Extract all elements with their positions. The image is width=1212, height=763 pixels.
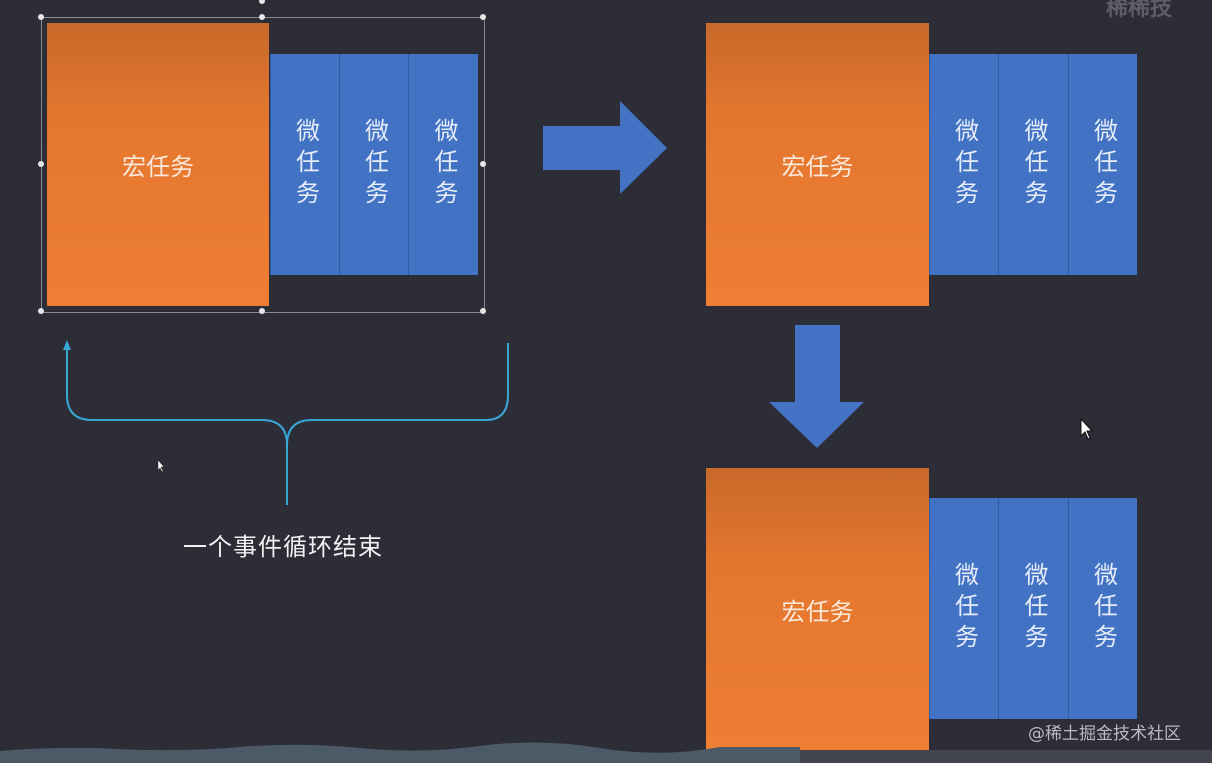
bottom-edge [800, 750, 1212, 763]
macro-task-label: 宏任务 [781, 598, 854, 626]
resize-handle[interactable] [38, 308, 44, 314]
rotate-handle[interactable] [259, 0, 265, 4]
micro-task-label: 微任务 [950, 118, 979, 211]
micro-task-label: 微任务 [360, 118, 389, 211]
micro-task-block[interactable]: 微任务 [998, 498, 1068, 719]
macro-task-label: 宏任务 [122, 153, 194, 181]
micro-task-block[interactable]: 微任务 [998, 54, 1068, 275]
corner-title-text: 稀稀技 [1106, 0, 1173, 21]
brace-bracket [66, 343, 509, 505]
resize-handle[interactable] [480, 14, 486, 20]
resize-handle[interactable] [38, 161, 44, 167]
micro-task-label: 微任务 [1020, 562, 1048, 655]
resize-handle[interactable] [480, 161, 486, 167]
bottom-edge [0, 742, 800, 763]
micro-task-label: 微任务 [1089, 118, 1118, 211]
resize-handle[interactable] [38, 14, 44, 20]
micro-task-block[interactable]: 微任务 [339, 54, 408, 275]
resize-handle[interactable] [480, 308, 486, 314]
micro-task-label: 微任务 [430, 118, 458, 211]
event-loop-caption: 一个事件循环结束 [183, 533, 383, 561]
resize-handle[interactable] [259, 308, 265, 314]
down-arrow [769, 325, 864, 448]
mouse-cursor-icon [1080, 417, 1094, 440]
resize-handle[interactable] [259, 14, 265, 20]
watermark-text: @稀土掘金技术社区 [1028, 724, 1181, 744]
macro-task-label: 宏任务 [781, 153, 854, 181]
micro-task-label: 微任务 [950, 562, 979, 655]
micro-task-label: 微任务 [1089, 562, 1118, 655]
micro-task-block[interactable]: 微任务 [408, 54, 478, 275]
macro-task-block-1[interactable]: 宏任务 [47, 23, 269, 306]
micro-task-block[interactable]: 微任务 [929, 498, 998, 719]
micro-task-label: 微任务 [291, 118, 320, 211]
macro-task-block-2[interactable]: 宏任务 [706, 23, 929, 306]
right-arrow [543, 101, 667, 194]
micro-task-block[interactable]: 微任务 [1068, 498, 1137, 719]
micro-task-label: 微任务 [1020, 118, 1048, 211]
micro-task-block[interactable]: 微任务 [270, 54, 339, 275]
mouse-cursor-icon [157, 459, 165, 473]
micro-task-block[interactable]: 微任务 [929, 54, 998, 275]
micro-task-block[interactable]: 微任务 [1068, 54, 1137, 275]
brace-arrowhead [63, 340, 71, 350]
macro-task-block-3[interactable]: 宏任务 [706, 468, 929, 751]
